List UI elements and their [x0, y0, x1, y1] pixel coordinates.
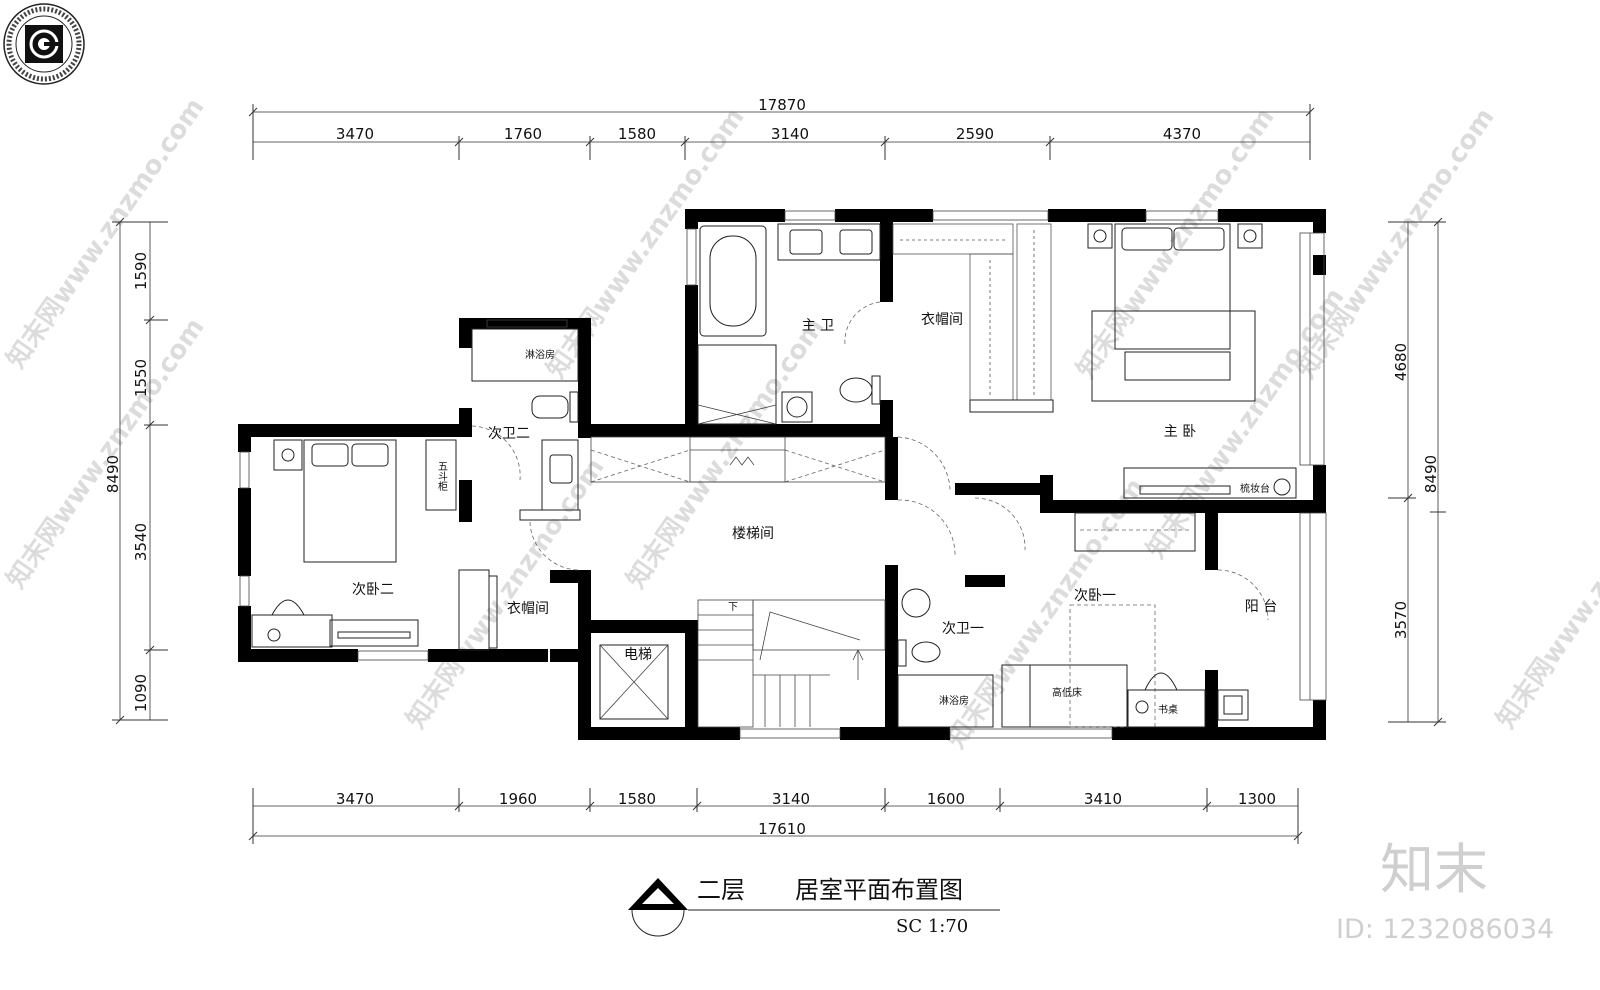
brand-logo-text: 知末 [1380, 838, 1488, 901]
dim-left-2: 1550 [132, 359, 150, 397]
right-dimensions: 4680 3570 8490 [1388, 217, 1446, 727]
title-scale: SC 1:70 [896, 916, 968, 937]
dim-left-1: 1590 [132, 252, 150, 290]
dim-right-2: 3570 [1392, 601, 1410, 639]
label-cloakroom2: 衣帽间 [507, 601, 549, 617]
dim-left-total: 8490 [104, 455, 122, 493]
label-elevator: 电梯 [624, 647, 652, 663]
title-floor: 二层 [697, 876, 745, 904]
dim-bottom-1: 3470 [336, 790, 374, 808]
dim-top-2: 1760 [504, 125, 542, 143]
label-stair-down: 下 [728, 602, 738, 613]
dim-bottom-3: 1580 [618, 790, 656, 808]
title-name: 居室平面布置图 [795, 876, 963, 904]
left-dimensions: 1590 1550 3540 1090 8490 [104, 217, 168, 725]
dim-top-6: 4370 [1163, 125, 1201, 143]
brand-mark: 知末 ID: 1232086034 [1336, 838, 1554, 945]
dim-top-1: 3470 [336, 125, 374, 143]
dim-bottom-6: 3410 [1084, 790, 1122, 808]
bottom-dimensions: 3470 1960 1580 3140 1600 3410 1300 17610 [248, 788, 1303, 844]
label-bedroom2: 次卧二 [352, 582, 394, 598]
label-master-bedroom: 主 卧 [1164, 424, 1196, 440]
watermark-text: 知末网www.znzmo.com [621, 313, 830, 594]
label-stairwell: 楼梯间 [732, 526, 774, 542]
watermark-text: 知末网www.znzmo.com [941, 473, 1150, 754]
walls [238, 209, 1326, 740]
dim-right-1: 4680 [1392, 343, 1410, 381]
label-bedroom1: 次卧一 [1074, 588, 1116, 604]
dim-top-total: 17870 [758, 96, 806, 114]
watermark-text: 知末网www.znzmo.com [1491, 453, 1600, 734]
room-labels: 主 卫 衣帽间 主 卧 梳妆台 次卫二 淋浴房 五斗柜 次卧二 衣帽间 楼梯间 … [352, 312, 1277, 716]
label-master-bath: 主 卫 [802, 318, 834, 334]
watermark-text: 知末网www.znzmo.com [1291, 103, 1500, 384]
label-bunk-bed: 高低床 [1052, 686, 1082, 699]
label-vanity: 梳妆台 [1240, 482, 1270, 495]
brand-id-text: ID: 1232086034 [1336, 914, 1554, 945]
label-chest: 五斗柜 [436, 461, 448, 492]
dim-top-3: 1580 [618, 125, 656, 143]
dim-left-4: 1090 [132, 674, 150, 712]
label-balcony: 阳 台 [1245, 599, 1277, 615]
dim-bottom-5: 1600 [927, 790, 965, 808]
title-block: 二层 居室平面布置图 SC 1:70 [628, 876, 1000, 937]
label-bath2: 次卫二 [488, 426, 530, 442]
label-shower1: 淋浴房 [939, 694, 969, 707]
top-dimensions: 17870 3470 1760 1580 3140 2590 4370 [248, 96, 1315, 160]
dim-top-5: 2590 [956, 125, 994, 143]
fixtures [251, 223, 1297, 728]
label-cloakroom-main: 衣帽间 [921, 312, 963, 328]
label-bath1: 次卫一 [942, 621, 984, 637]
dim-bottom-2: 1960 [499, 790, 537, 808]
label-desk: 书桌 [1158, 703, 1178, 716]
dim-top-4: 3140 [771, 125, 809, 143]
dim-bottom-4: 3140 [772, 790, 810, 808]
dim-bottom-total: 17610 [758, 820, 806, 838]
label-shower2: 淋浴房 [525, 348, 555, 361]
company-seal-icon [3, 3, 85, 85]
watermark-text: 知末网www.znzmo.com [1071, 103, 1280, 384]
windows [239, 210, 1327, 739]
dim-bottom-7: 1300 [1238, 790, 1276, 808]
dim-left-3: 3540 [132, 523, 150, 561]
watermark-text: 知末网www.znzmo.com [541, 103, 750, 384]
dim-right-total: 8490 [1422, 455, 1440, 493]
